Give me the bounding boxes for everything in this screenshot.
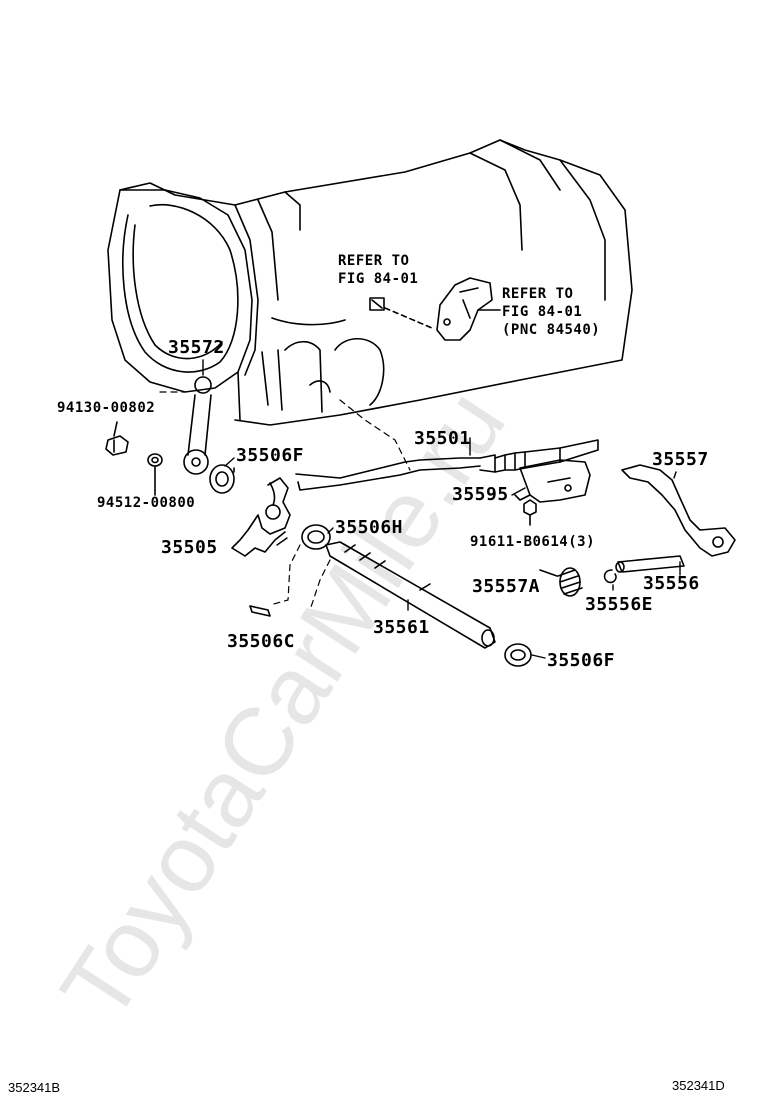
washer-94512 [147,453,163,496]
part-label-35557[interactable]: 35557 [652,449,709,470]
lever-35557 [621,464,736,557]
manual-lever [183,376,212,475]
dashed-assembly-lines [159,391,411,611]
reference-note-top[interactable]: REFER TO FIG 84-01 [338,252,418,288]
detent-lever [231,477,291,557]
part-label-35556[interactable]: 35556 [643,573,700,594]
shaft-35561 [325,541,496,649]
part-label-35505[interactable]: 35505 [161,537,218,558]
footer-code-right: 352341D [672,1078,725,1093]
part-label-35506F-top[interactable]: 35506F [236,445,305,466]
reference-line-1: REFER TO [338,253,410,269]
nut-94130 [105,421,129,456]
leader-lines [202,359,681,659]
oil-seal-bottom [504,643,532,667]
part-label-35595[interactable]: 35595 [452,484,509,505]
part-label-35506C[interactable]: 35506C [227,631,296,652]
bolt-91611 [523,499,537,526]
part-label-35561[interactable]: 35561 [373,617,430,638]
part-label-35557A[interactable]: 35557A [472,576,541,597]
part-label-35506F-bottom[interactable]: 35506F [547,650,616,671]
part-label-35556E[interactable]: 35556E [585,594,654,615]
reference-line-1: REFER TO [502,286,574,302]
oil-seal-top [209,464,235,494]
seal-35506H [301,524,331,550]
neutral-start-switch [436,277,501,341]
clip-35556E [603,569,617,584]
transmission-housing [107,139,633,426]
part-label-94130-00802[interactable]: 94130-00802 [57,400,156,416]
part-label-35572[interactable]: 35572 [168,337,225,358]
part-label-91611-B0614[interactable]: 91611-B0614(3) [470,534,596,550]
reference-line-3: (PNC 84540) [502,322,601,338]
pin-35556 [615,555,685,573]
part-label-35501[interactable]: 35501 [414,428,471,449]
switch-bolt [369,297,433,329]
reference-note-right[interactable]: REFER TO FIG 84-01 (PNC 84540) [502,285,600,339]
part-label-35506H[interactable]: 35506H [335,517,404,538]
part-label-94512-00800[interactable]: 94512-00800 [97,495,196,511]
pin-35506C [249,605,271,617]
reference-line-2: FIG 84-01 [502,304,583,320]
footer-code-left: 352341B [8,1080,61,1095]
bracket-35595 [514,459,591,503]
spring-35557A [539,567,583,597]
reference-line-2: FIG 84-01 [338,271,419,287]
